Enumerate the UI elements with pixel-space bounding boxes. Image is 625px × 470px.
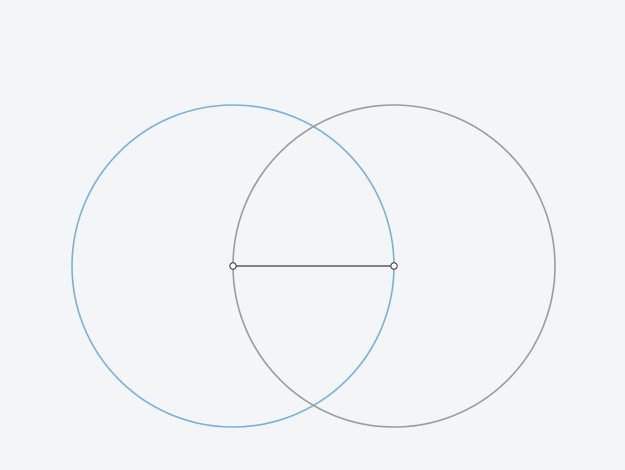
point-a[interactable] — [229, 262, 237, 270]
point-b[interactable] — [390, 262, 398, 270]
